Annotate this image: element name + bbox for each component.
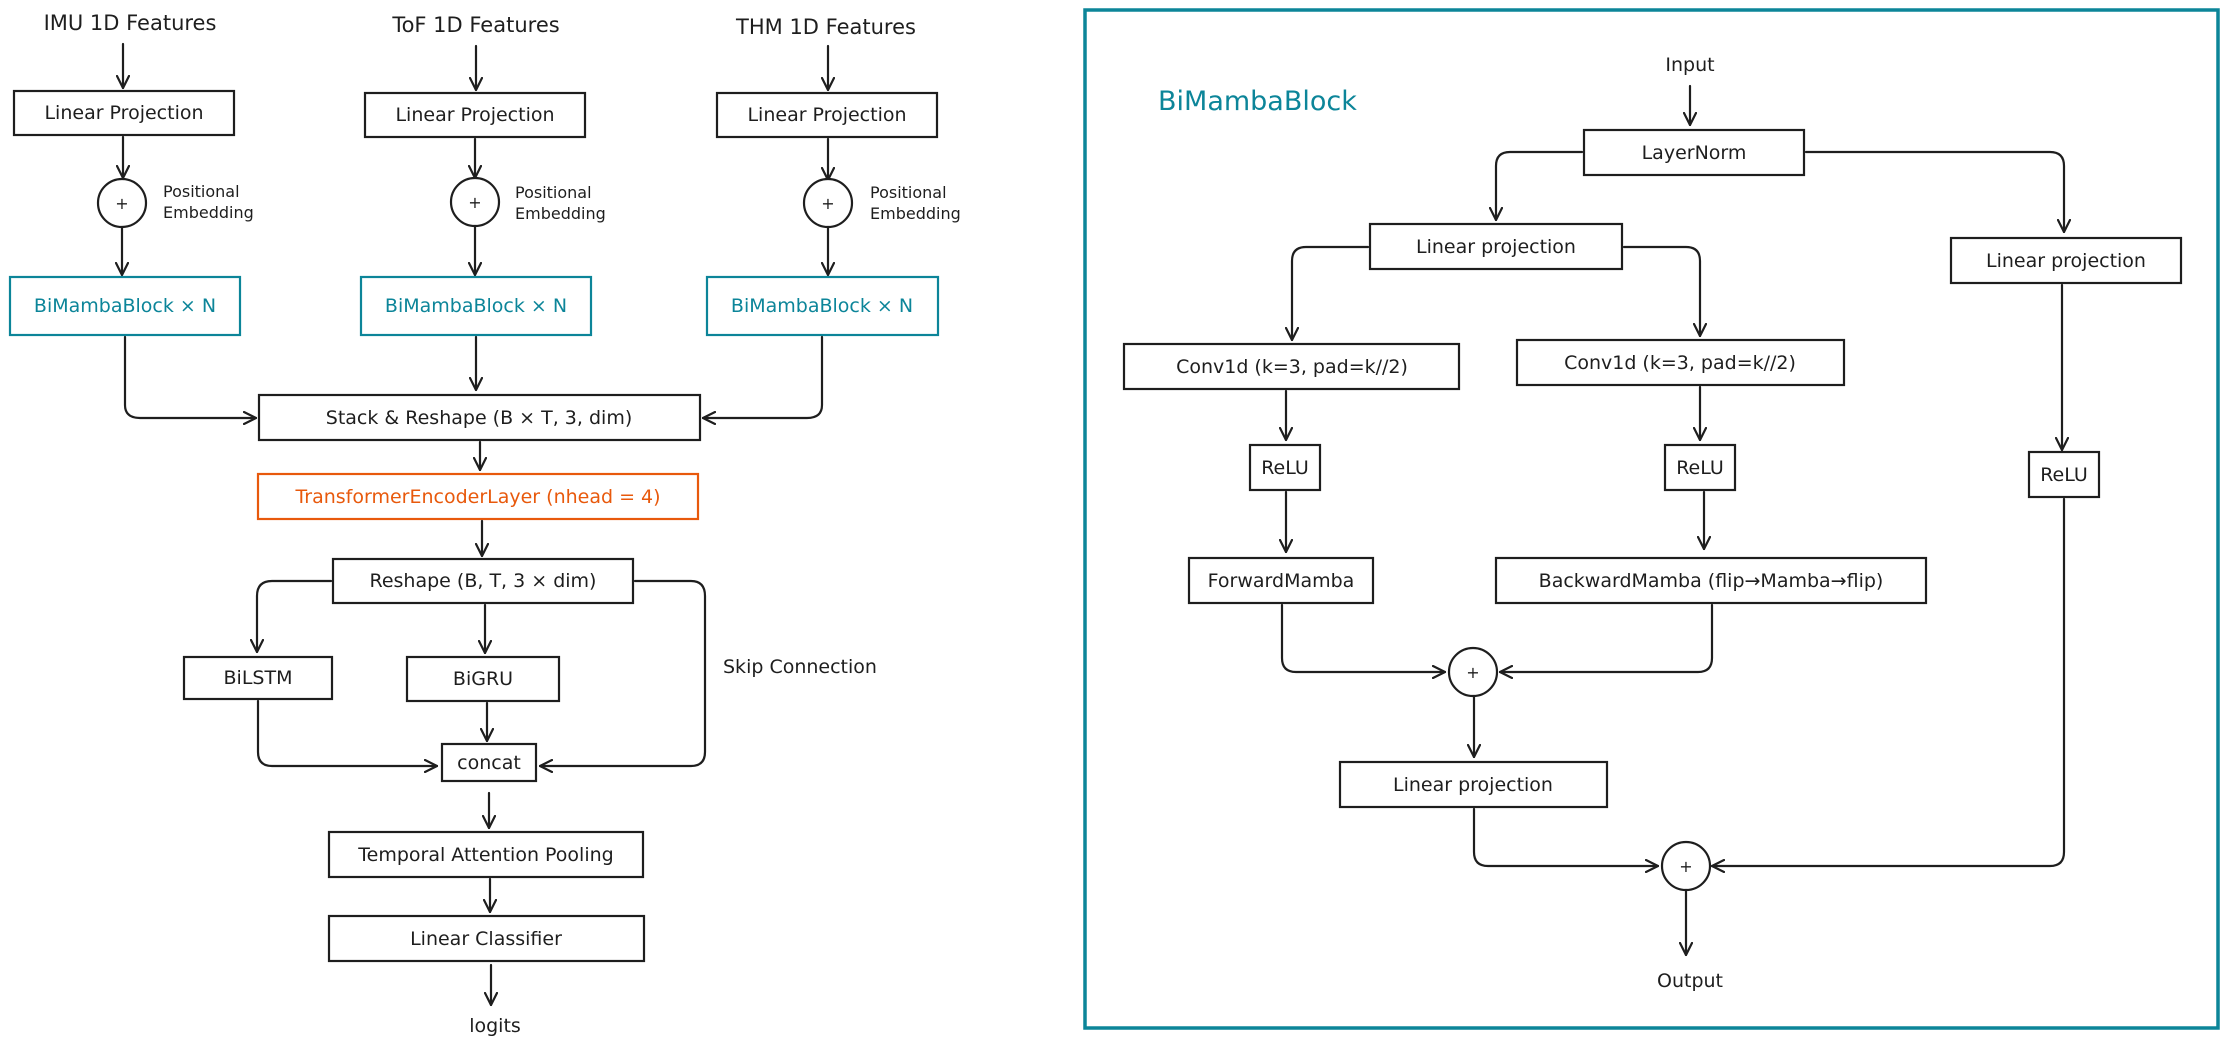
edge-layernorm-to-right-proj <box>1804 150 2064 234</box>
reshape-box: Reshape (B, T, 3 × dim) <box>331 557 635 605</box>
main-pipeline: IMU 1D Features ToF 1D Features THM 1D F… <box>8 11 961 1037</box>
edge-proj-to-conv-left <box>1292 245 1370 342</box>
edge-reshape-to-bilstm <box>257 579 333 654</box>
linear-projection-right-box: Linear projection <box>1949 236 2183 285</box>
edge-bimamba-thm-to-stack <box>701 335 824 418</box>
linear-projection-thm-label: Linear Projection <box>747 104 906 126</box>
positional-embedding-tof-line1: Positional <box>515 183 592 202</box>
edge-forward-to-add <box>1280 603 1447 672</box>
conv1d-right-box: Conv1d (k=3, pad=k//2) <box>1515 338 1846 387</box>
bimamba-block-tof-label: BiMambaBlock × N <box>385 295 567 317</box>
layernorm-label: LayerNorm <box>1642 142 1747 164</box>
detail-input-label: Input <box>1665 54 1714 76</box>
positional-embedding-imu: Positional Embedding <box>163 182 254 222</box>
relu-right-box: ReLU <box>2027 450 2101 499</box>
edge-bimamba-imu-to-stack <box>123 335 258 418</box>
linear-projection-right-label: Linear projection <box>1986 250 2146 272</box>
edge-out-proj-to-final-add <box>1472 807 1660 866</box>
positional-embedding-tof-line2: Embedding <box>515 204 606 223</box>
skip-connection-label: Skip Connection <box>723 656 877 678</box>
transformer-encoder-box: TransformerEncoderLayer (nhead = 4) <box>256 472 700 521</box>
linear-projection-thm: Linear Projection <box>715 91 939 139</box>
concat-box: concat <box>440 742 538 783</box>
add-node-tof: + <box>449 176 501 228</box>
relu-left-box: ReLU <box>1248 443 1322 492</box>
linear-classifier-box: Linear Classifier <box>327 914 646 963</box>
add-symbol-final: + <box>1679 857 1692 876</box>
bimamba-block-imu-label: BiMambaBlock × N <box>34 295 216 317</box>
bimamba-block-tof: BiMambaBlock × N <box>359 275 593 337</box>
bimamba-block-thm: BiMambaBlock × N <box>705 275 940 337</box>
temporal-pooling-label: Temporal Attention Pooling <box>357 844 613 866</box>
edge-backward-to-add <box>1498 603 1714 672</box>
reshape-label: Reshape (B, T, 3 × dim) <box>370 570 597 592</box>
add-node-mamba: + <box>1447 646 1499 698</box>
add-symbol-imu: + <box>115 194 128 213</box>
relu-left-label: ReLU <box>1261 457 1309 479</box>
bilstm-label: BiLSTM <box>224 667 293 689</box>
bigru-box: BiGRU <box>405 655 561 703</box>
conv1d-left-box: Conv1d (k=3, pad=k//2) <box>1122 342 1461 391</box>
input-label-thm: THM 1D Features <box>735 15 916 39</box>
add-node-final: + <box>1660 840 1712 892</box>
positional-embedding-thm-line2: Embedding <box>870 204 961 223</box>
add-node-thm: + <box>802 177 854 229</box>
add-symbol-mamba: + <box>1466 663 1479 682</box>
relu-middle-label: ReLU <box>1676 457 1724 479</box>
bimamba-detail-panel: BiMambaBlock Input LayerNorm Linear proj… <box>1083 8 2220 1030</box>
bimamba-block-imu: BiMambaBlock × N <box>8 275 242 337</box>
input-label-tof: ToF 1D Features <box>391 13 559 37</box>
add-symbol-tof: + <box>468 193 481 212</box>
add-symbol-thm: + <box>821 194 834 213</box>
edge-layernorm-to-left-proj <box>1496 150 1584 222</box>
positional-embedding-imu-line1: Positional <box>163 182 240 201</box>
linear-projection-left-box: Linear projection <box>1368 222 1624 271</box>
conv1d-right-label: Conv1d (k=3, pad=k//2) <box>1564 352 1796 374</box>
edge-relu-right-to-final-add <box>1710 497 2066 866</box>
forward-mamba-label: ForwardMamba <box>1208 570 1355 592</box>
logits-label: logits <box>469 1015 521 1037</box>
edge-skip-connection <box>538 579 707 766</box>
add-node-imu: + <box>96 177 148 229</box>
edge-bilstm-to-concat <box>256 699 439 766</box>
relu-middle-box: ReLU <box>1663 443 1737 492</box>
input-label-imu: IMU 1D Features <box>44 11 217 35</box>
bigru-label: BiGRU <box>453 668 513 690</box>
backward-mamba-label: BackwardMamba (flip→Mamba→flip) <box>1539 570 1884 592</box>
linear-projection-out-label: Linear projection <box>1393 774 1553 796</box>
concat-label: concat <box>457 752 521 774</box>
bimamba-block-thm-label: BiMambaBlock × N <box>731 295 913 317</box>
linear-projection-tof: Linear Projection <box>363 91 587 139</box>
linear-projection-imu-label: Linear Projection <box>44 102 203 124</box>
bimamba-detail-frame <box>1083 8 2220 1030</box>
backward-mamba-box: BackwardMamba (flip→Mamba→flip) <box>1494 556 1928 605</box>
layernorm-box: LayerNorm <box>1582 128 1806 177</box>
stack-reshape-box: Stack & Reshape (B × T, 3, dim) <box>257 393 702 442</box>
positional-embedding-thm-line1: Positional <box>870 183 947 202</box>
relu-right-label: ReLU <box>2040 464 2088 486</box>
linear-projection-left-label: Linear projection <box>1416 236 1576 258</box>
linear-projection-tof-label: Linear Projection <box>395 104 554 126</box>
conv1d-left-label: Conv1d (k=3, pad=k//2) <box>1176 356 1408 378</box>
positional-embedding-imu-line2: Embedding <box>163 203 254 222</box>
linear-projection-imu: Linear Projection <box>12 89 236 137</box>
temporal-pooling-box: Temporal Attention Pooling <box>327 830 645 879</box>
linear-projection-out-box: Linear projection <box>1338 760 1609 809</box>
bimamba-detail-title: BiMambaBlock <box>1158 86 1357 117</box>
forward-mamba-box: ForwardMamba <box>1187 556 1375 605</box>
positional-embedding-tof: Positional Embedding <box>515 183 606 223</box>
transformer-encoder-label: TransformerEncoderLayer (nhead = 4) <box>294 486 660 508</box>
bilstm-box: BiLSTM <box>182 655 334 701</box>
positional-embedding-thm: Positional Embedding <box>870 183 961 223</box>
linear-classifier-label: Linear Classifier <box>410 928 562 950</box>
detail-output-label: Output <box>1657 970 1723 992</box>
edge-proj-to-conv-right <box>1622 245 1700 338</box>
stack-reshape-label: Stack & Reshape (B × T, 3, dim) <box>326 407 632 429</box>
